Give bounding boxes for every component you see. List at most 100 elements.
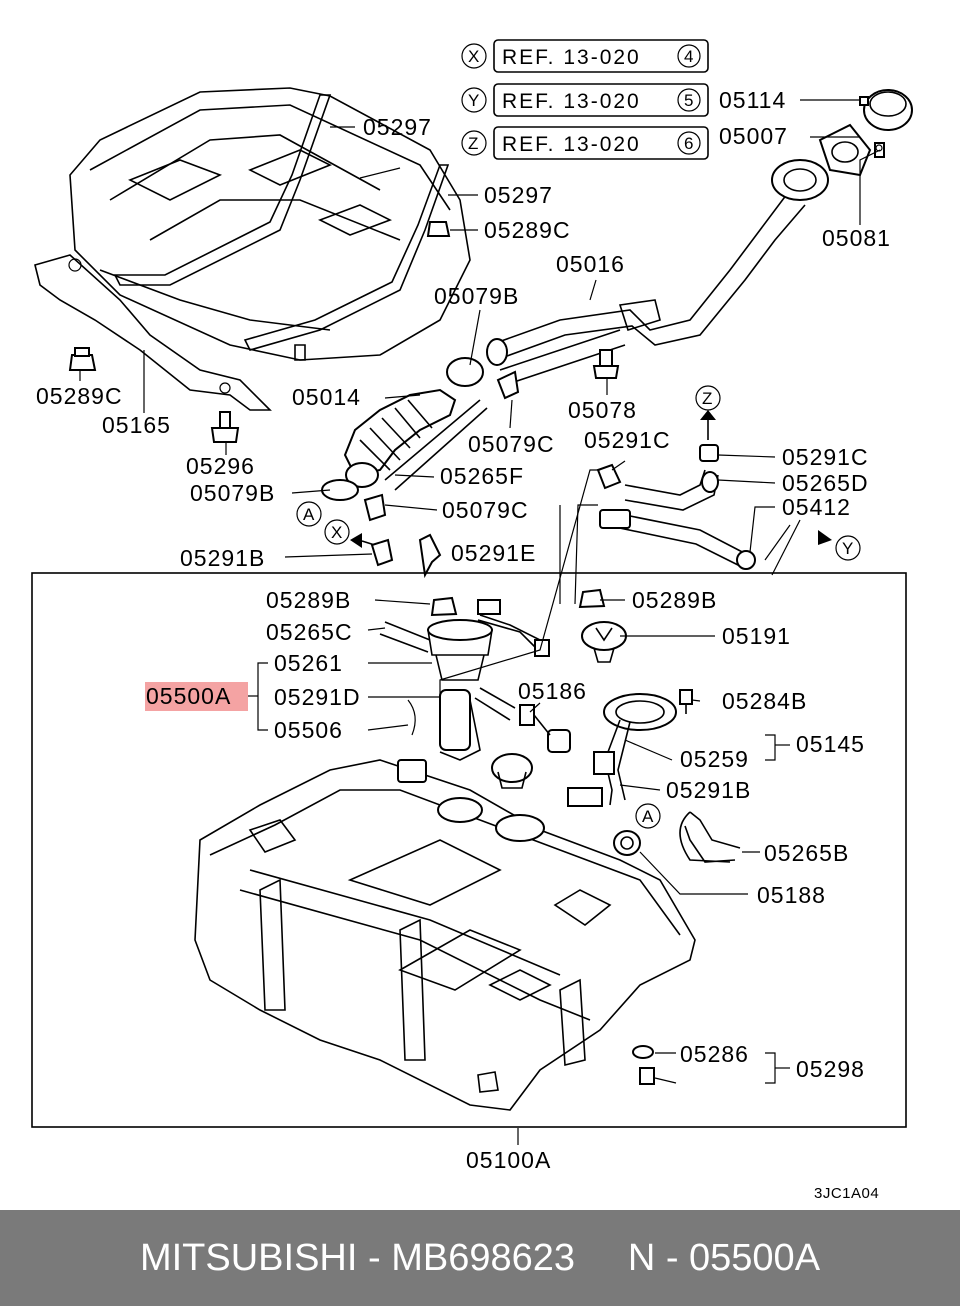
clip-05291c-right [699, 444, 719, 462]
label-05079c-upper: 05079C [468, 431, 555, 457]
marker-x: X [324, 519, 350, 545]
label-05100a: 05100A [466, 1147, 551, 1173]
label-05289b-right: 05289B [632, 587, 717, 613]
label-05412: 05412 [782, 494, 851, 520]
ref-letter-y: Y [468, 91, 480, 110]
ref-letter-z: Z [468, 134, 479, 153]
clip-05291b-left [370, 538, 394, 567]
marker-z: Z [695, 385, 721, 411]
gasket-05506 [407, 699, 416, 736]
ref-box-y: Y REF. 13-020 5 [461, 83, 709, 117]
ref-box-z: Z REF. 13-020 6 [461, 126, 709, 160]
label-05186: 05186 [518, 678, 587, 704]
nut-05289b-left [430, 596, 458, 617]
footer-part-number: MB698623 [391, 1236, 576, 1279]
nut-05289c-right [426, 221, 451, 237]
svg-text:A: A [642, 807, 654, 826]
label-05078: 05078 [568, 397, 637, 423]
label-05296: 05296 [186, 453, 255, 479]
ref-text-x: REF. 13-020 [502, 46, 641, 69]
pump-assembly [427, 599, 550, 761]
screw-05284b [679, 689, 693, 714]
label-05081: 05081 [822, 225, 891, 251]
tank-straps [113, 94, 450, 351]
diagram-code: 3JC1A04 [814, 1185, 879, 1202]
marker-a-lower: A [635, 803, 661, 829]
label-05500a: 05500A [146, 683, 231, 709]
label-05265d: 05265D [782, 470, 869, 496]
svg-text:X: X [331, 523, 343, 542]
label-05291c-right: 05291C [782, 444, 869, 470]
leader-lines [79, 99, 881, 1145]
label-05284b: 05284B [722, 688, 807, 714]
label-05079b-upper: 05079B [434, 283, 519, 309]
svg-text:Y: Y [842, 539, 854, 558]
label-05286: 05286 [680, 1041, 749, 1067]
hose-05265c [379, 621, 431, 653]
nut-05289b-right [578, 588, 606, 609]
label-05165: 05165 [102, 412, 171, 438]
label-05265f: 05265F [440, 463, 524, 489]
nut-05289c-left [68, 347, 97, 371]
footer-separator: - [357, 1236, 392, 1279]
label-05188: 05188 [757, 882, 826, 908]
hose-05412 [599, 509, 756, 570]
label-05014: 05014 [292, 384, 361, 410]
label-05265c: 05265C [266, 619, 353, 645]
label-05191: 05191 [722, 623, 791, 649]
nut-05078 [592, 349, 620, 379]
gasket-05007 [818, 123, 872, 177]
ref-num-z: 6 [684, 134, 694, 153]
upper-tank-drawing [69, 87, 471, 361]
cap-05191 [581, 621, 627, 663]
clamp-05079c-lower [363, 493, 387, 522]
label-05007: 05007 [719, 123, 788, 149]
label-05291c-left: 05291C [584, 427, 671, 453]
fuel-cap-05114 [859, 89, 913, 131]
bolt-05296 [210, 411, 240, 443]
parts-diagram: X REF. 13-020 4 Y REF. 13-020 5 Z REF. 1… [31, 39, 913, 1202]
clamp-05079c-upper [496, 370, 520, 400]
fitting-left [491, 753, 533, 789]
label-05289c-left: 05289C [36, 383, 123, 409]
hose-05265b [679, 811, 741, 863]
arrow-z [700, 410, 716, 440]
label-05289b-left: 05289B [266, 587, 351, 613]
label-05265b: 05265B [764, 840, 849, 866]
label-05261: 05261 [274, 650, 343, 676]
ref-box-x: X REF. 13-020 4 [461, 39, 709, 73]
label-05079b-lower: 05079B [190, 480, 275, 506]
svg-text:Z: Z [702, 389, 713, 408]
arrow-y [818, 530, 832, 545]
label-05297-right: 05297 [484, 182, 553, 208]
svg-text:A: A [303, 505, 315, 524]
clip-05291c-left [596, 463, 622, 490]
marker-a-upper: A [296, 501, 322, 527]
footer-ref: N - 05500A [627, 1236, 821, 1279]
label-05291e: 05291E [451, 540, 536, 566]
label-05289c-right: 05289C [484, 217, 571, 243]
label-05145: 05145 [796, 731, 865, 757]
hose-05014 [343, 357, 484, 488]
footer-bar: MITSUBISHI - MB698623 N - 05500A [0, 1210, 960, 1306]
label-05298: 05298 [796, 1056, 865, 1082]
highlight-05500a [145, 682, 248, 711]
ref-num-x: 4 [684, 47, 694, 66]
ref-text-y: REF. 13-020 [502, 90, 641, 113]
clamp-05079b-lower [321, 479, 359, 501]
ref-letter-x: X [468, 47, 480, 66]
label-05506: 05506 [274, 717, 343, 743]
label-05291d: 05291D [274, 684, 361, 710]
label-05259: 05259 [680, 746, 749, 772]
clip-05291e [418, 533, 442, 579]
label-05297-top: 05297 [363, 114, 432, 140]
ref-num-y: 5 [684, 91, 694, 110]
marker-y: Y [835, 535, 861, 561]
main-tank-drawing [194, 759, 696, 1111]
flange-05145 [567, 693, 677, 807]
label-05291b-lower: 05291B [666, 777, 751, 803]
label-05291b-upper: 05291B [180, 545, 265, 571]
filter-05186 [519, 704, 571, 753]
label-05016: 05016 [556, 251, 625, 277]
footer-brand: MITSUBISHI [139, 1236, 358, 1279]
